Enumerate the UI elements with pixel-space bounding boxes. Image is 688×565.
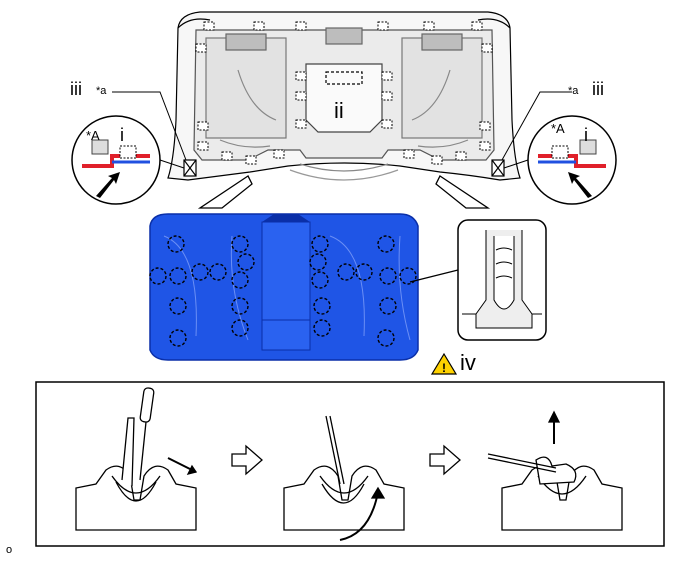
label-i-left: i [120,125,124,145]
leader-lines [112,91,572,161]
label-iv: iv [460,350,476,375]
label-ii: ii [334,98,344,123]
inset-leader [409,269,459,283]
step-3 [487,410,623,531]
label-iii-left: iii [70,79,82,99]
detail-circle-right [503,115,617,205]
svg-text:!: ! [442,361,446,375]
curved-arrow-up-icon [339,491,379,541]
label-star-a-left: *a [96,85,107,97]
warning-triangle-icon: ! [430,352,458,375]
panel-clip-markers [149,235,417,347]
arrow-up-left-icon [568,172,592,198]
hollow-arrow-right-icon [429,444,461,476]
label-star-A-left: *A [86,128,100,143]
figure-code: o [6,544,13,556]
blue-seat-panel [149,213,419,361]
zoom-lines [197,175,491,209]
label-iii-right: iii [592,79,604,99]
hollow-arrow-right-icon [231,444,263,476]
label-i-right: i [584,125,588,145]
seat-back-rear-view [167,11,521,181]
arrow-up-right-icon [96,172,120,198]
step-1 [75,387,198,531]
top-clip-markers [195,21,493,165]
label-star-a-right: *a [568,85,579,97]
clip-inset [457,219,547,341]
label-star-A-right: *A [551,121,565,136]
step-2 [283,415,405,541]
detail-circle-left [71,115,185,205]
